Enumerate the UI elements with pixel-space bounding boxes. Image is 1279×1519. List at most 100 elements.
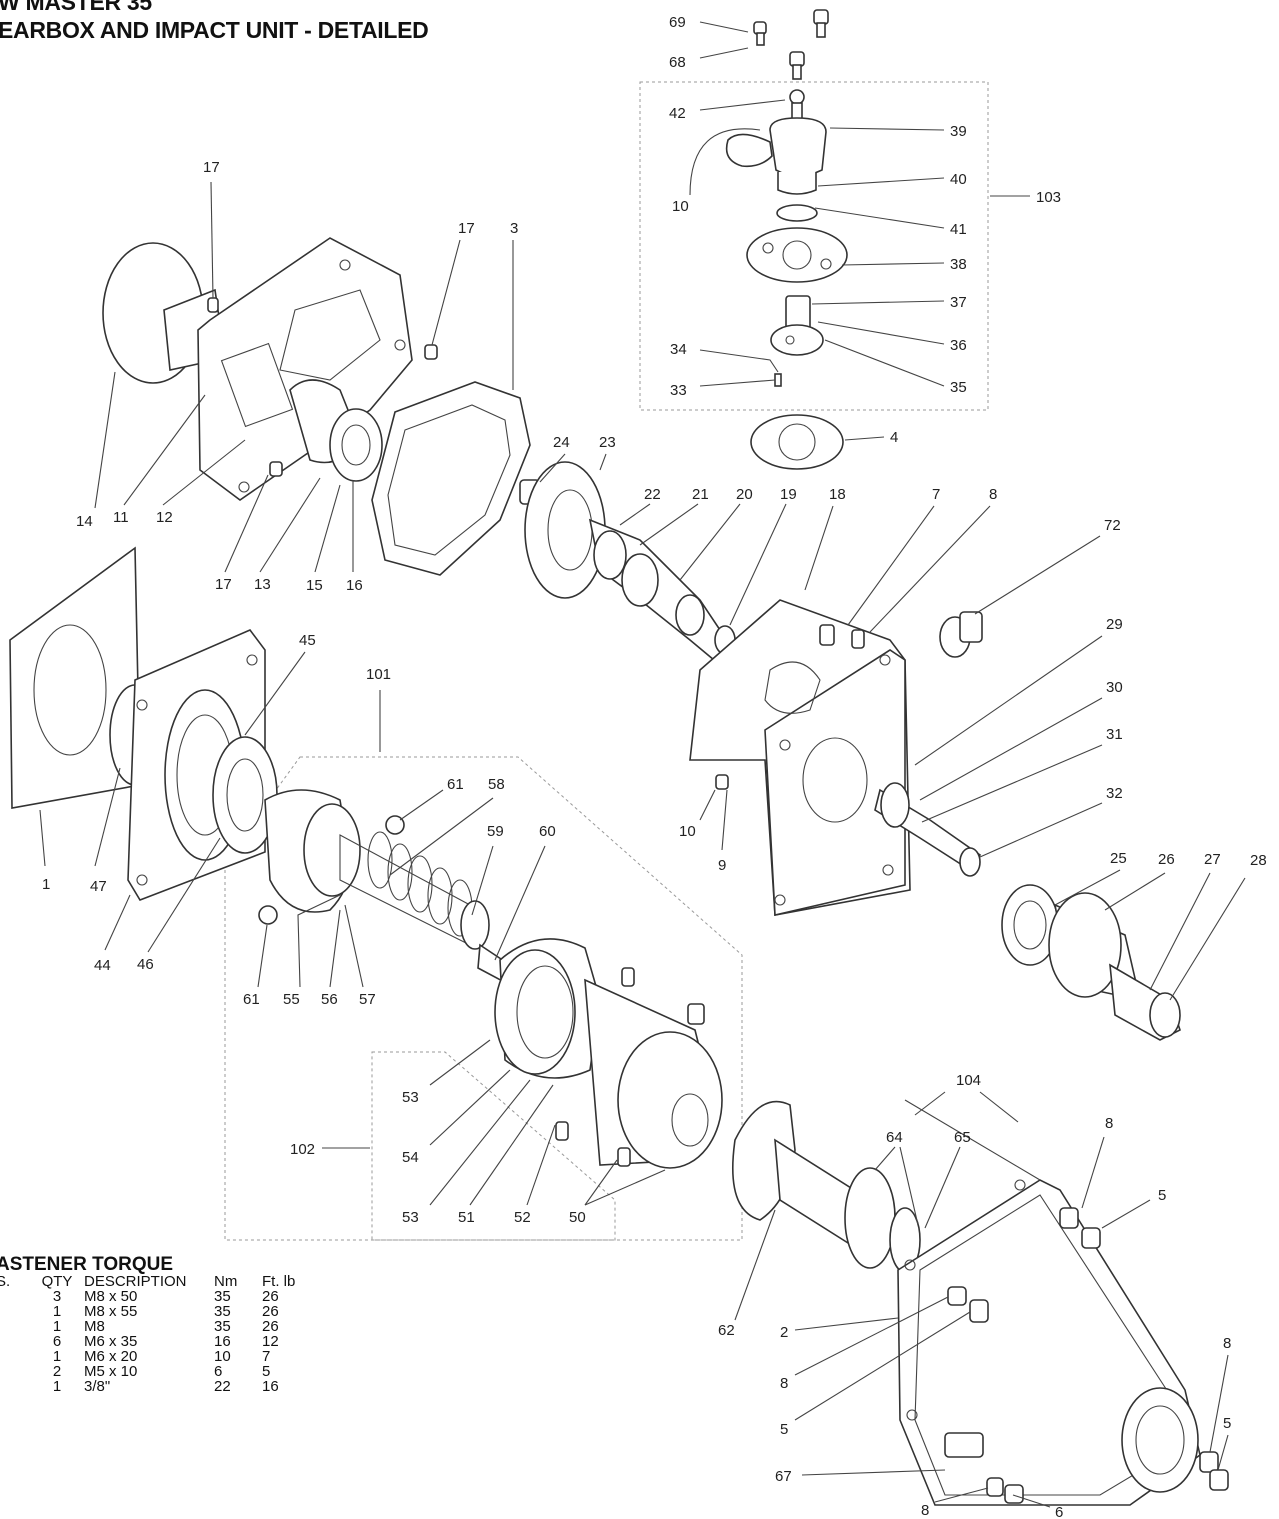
- title-line-2: EARBOX AND IMPACT UNIT - DETAILED: [0, 17, 429, 43]
- part-label: 8: [1223, 1335, 1231, 1352]
- selector-assembly: [725, 89, 848, 470]
- part-label: 9: [718, 857, 726, 874]
- cell-nm: 10: [214, 1348, 231, 1365]
- cell-ftlb: 26: [262, 1303, 279, 1320]
- housing-cover: [102, 237, 438, 501]
- cell-nm: 35: [214, 1318, 231, 1335]
- part-label: 21: [692, 486, 709, 503]
- group-box-103: [639, 81, 989, 411]
- cell-ftlb: 7: [262, 1348, 271, 1365]
- part-label: 61: [243, 991, 260, 1008]
- cell-nm: 35: [214, 1303, 231, 1320]
- part-label: 39: [950, 123, 967, 140]
- part-label: 5: [1223, 1415, 1231, 1432]
- output-shaft: [1001, 884, 1181, 1041]
- part-label: 28: [1250, 852, 1267, 869]
- part-label: 6: [1055, 1504, 1063, 1519]
- part-label: 72: [1104, 517, 1121, 534]
- cell-qty: 2: [52, 1363, 62, 1380]
- cell-description: M8: [84, 1318, 105, 1335]
- part-label: 5: [1158, 1187, 1166, 1204]
- part-label: 61: [447, 776, 464, 793]
- plug-72: [939, 611, 983, 658]
- part-label: 23: [599, 434, 616, 451]
- part-label: 46: [137, 956, 154, 973]
- cell-description: M6 x 35: [84, 1333, 138, 1350]
- part-label: 24: [553, 434, 570, 451]
- part-label: 8: [1105, 1115, 1113, 1132]
- cell-description: M6 x 20: [84, 1348, 138, 1365]
- part-label: 38: [950, 256, 967, 273]
- impact-unit: [258, 789, 723, 1169]
- part-label: 1: [42, 876, 50, 893]
- part-label: 42: [669, 105, 686, 122]
- part-label: 55: [283, 991, 300, 1008]
- part-label: 13: [254, 576, 271, 593]
- part-label: 15: [306, 577, 323, 594]
- part-label: 69: [669, 14, 686, 31]
- part-label: 17: [215, 576, 232, 593]
- cell-nm: 35: [214, 1288, 231, 1305]
- cell-qty: 1: [52, 1303, 62, 1320]
- part-label: 32: [1106, 785, 1123, 802]
- part-label: 2: [780, 1324, 788, 1341]
- flange-44: [109, 629, 278, 901]
- part-label: 8: [989, 486, 997, 503]
- header-description: DESCRIPTION: [84, 1273, 187, 1290]
- part-label: 27: [1204, 851, 1221, 868]
- part-label: 51: [458, 1209, 475, 1226]
- part-label: 26: [1158, 851, 1175, 868]
- part-label: 20: [736, 486, 753, 503]
- part-label: 53: [402, 1209, 419, 1226]
- part-label: 4: [890, 429, 898, 446]
- plug-68: [813, 9, 829, 38]
- part-label: 29: [1106, 616, 1123, 633]
- part-label: 30: [1106, 679, 1123, 696]
- cell-ftlb: 16: [262, 1378, 279, 1395]
- part-label: 59: [487, 823, 504, 840]
- part-label: 103: [1036, 189, 1061, 206]
- part-label: 22: [644, 486, 661, 503]
- part-label: 8: [921, 1502, 929, 1519]
- part-label: 37: [950, 294, 967, 311]
- part-label: 17: [458, 220, 475, 237]
- part-label: 17: [203, 159, 220, 176]
- anvil-62: [732, 1100, 921, 1273]
- diagram-title: W MASTER 35 EARBOX AND IMPACT UNIT - DET…: [0, 0, 429, 44]
- part-label: 50: [569, 1209, 586, 1226]
- part-label: 16: [346, 577, 363, 594]
- part-label: 35: [950, 379, 967, 396]
- header-ftlb: Ft. lb: [262, 1273, 296, 1290]
- part-label: 40: [950, 171, 967, 188]
- cell-ftlb: 5: [262, 1363, 271, 1380]
- part-label: 54: [402, 1149, 419, 1166]
- gasket-3-inner: [387, 404, 511, 556]
- plug-extra: [789, 51, 805, 80]
- part-label: 58: [488, 776, 505, 793]
- part-label: 52: [514, 1209, 531, 1226]
- cell-qty: 1: [52, 1318, 62, 1335]
- part-label: 31: [1106, 726, 1123, 743]
- part-label: 64: [886, 1129, 903, 1146]
- title-line-1: W MASTER 35: [0, 0, 152, 15]
- cell-nm: 22: [214, 1378, 231, 1395]
- cell-ftlb: 26: [262, 1288, 279, 1305]
- cell-ftlb: 12: [262, 1333, 279, 1350]
- gasket-3: [371, 381, 531, 576]
- part-label: 104: [956, 1072, 981, 1089]
- header-qty: QTY: [41, 1273, 73, 1290]
- part-label: 41: [950, 221, 967, 238]
- part-label: 19: [780, 486, 797, 503]
- part-label: 53: [402, 1089, 419, 1106]
- part-label: 47: [90, 878, 107, 895]
- part-label: 65: [954, 1129, 971, 1146]
- header-pos: S.: [0, 1273, 11, 1290]
- gearbox-housing: [689, 599, 982, 916]
- part-label: 10: [679, 823, 696, 840]
